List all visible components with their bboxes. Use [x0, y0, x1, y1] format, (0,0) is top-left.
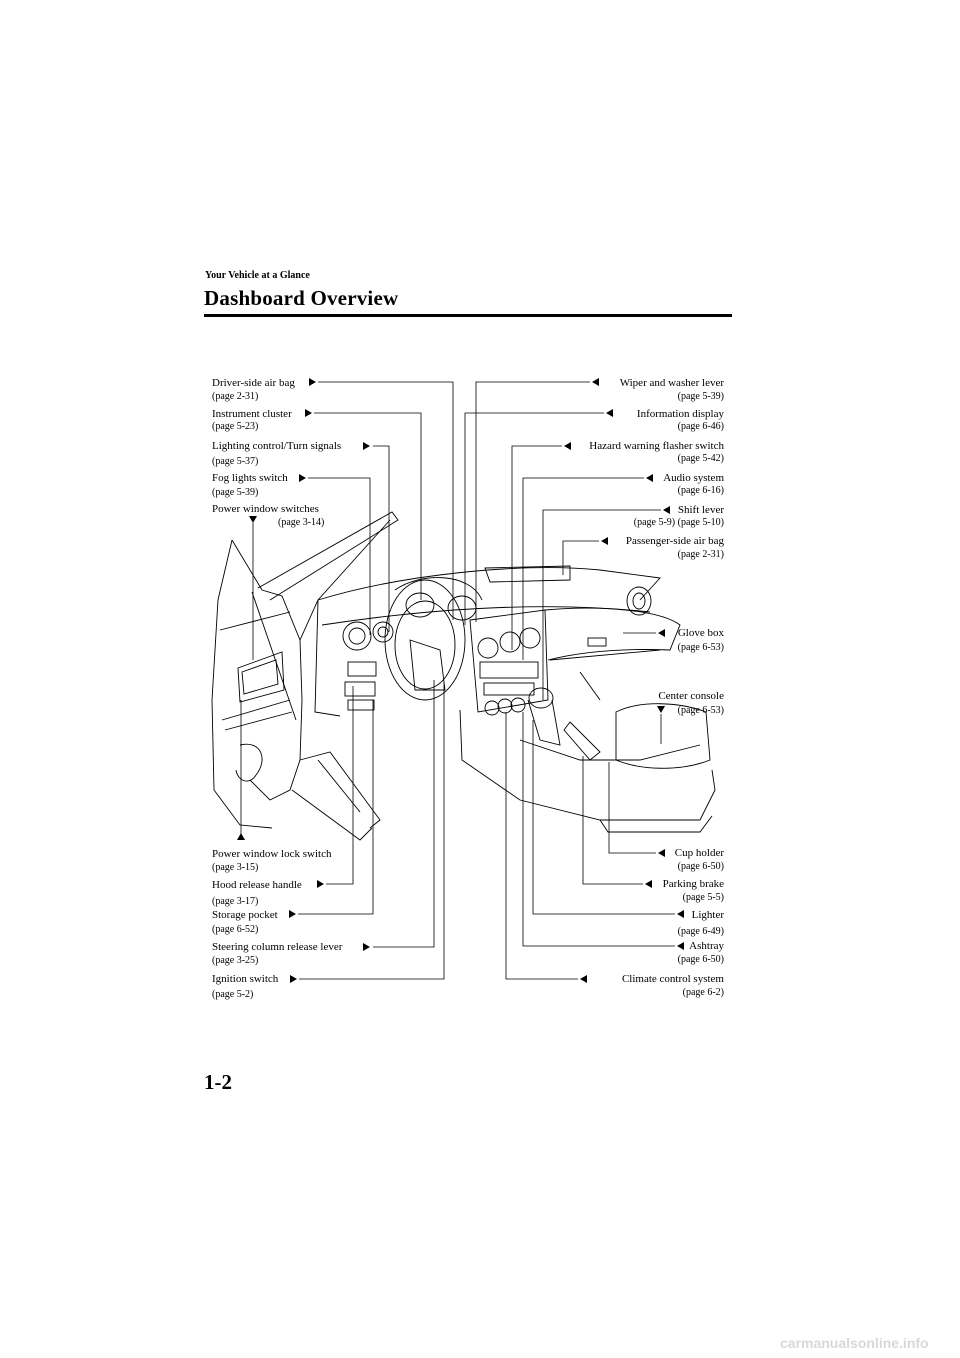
- callout-hazard-switch: Hazard warning flasher switch: [589, 440, 724, 452]
- callout-wiper-lever: Wiper and washer lever: [619, 377, 724, 389]
- callout-lighter: Lighter: [691, 909, 724, 921]
- callout-ignition-switch: Ignition switch: [212, 973, 279, 985]
- page-number: 1-2: [204, 1070, 232, 1094]
- callout-driver-air-bag: Driver-side air bag: [212, 377, 295, 389]
- callout-passenger-air-bag-page: (page 2-31): [677, 549, 724, 560]
- callout-ignition-switch-page: (page 5-2): [212, 989, 254, 1000]
- leader-lines-left: [240, 381, 454, 980]
- callout-hood-release: Hood release handle: [212, 879, 302, 891]
- callout-storage-pocket: Storage pocket: [212, 909, 278, 921]
- callout-ashtray: Ashtray: [689, 940, 724, 952]
- callout-wiper-lever-page: (page 5-39): [677, 391, 724, 402]
- arrowheads: [237, 378, 684, 983]
- callout-climate-control-page: (page 6-2): [682, 987, 724, 998]
- callout-instrument-cluster-page: (page 5-23): [212, 421, 259, 432]
- callout-cup-holder: Cup holder: [674, 847, 724, 859]
- door-drawing: [211, 511, 399, 841]
- callout-center-console-page: (page 6-53): [677, 705, 724, 716]
- callout-power-window-lock-page: (page 3-15): [212, 862, 259, 873]
- callout-steering-column-page: (page 3-25): [212, 955, 259, 966]
- callout-glove-box-page: (page 6-53): [677, 642, 724, 653]
- callout-fog-lights: Fog lights switch: [212, 472, 288, 484]
- callout-cup-holder-page: (page 6-50): [677, 861, 724, 872]
- callout-lighting-control: Lighting control/Turn signals: [212, 440, 342, 452]
- callout-power-window-switches-page: (page 3-14): [278, 517, 325, 528]
- section-title: Your Vehicle at a Glance: [205, 270, 310, 281]
- callout-steering-column: Steering column release lever: [212, 941, 343, 953]
- callout-audio-system: Audio system: [663, 472, 724, 484]
- callout-hood-release-page: (page 3-17): [212, 896, 259, 907]
- page-title: Dashboard Overview: [204, 286, 399, 310]
- title-rule: [204, 314, 732, 317]
- callout-shift-lever: Shift lever: [677, 504, 724, 516]
- callout-fog-lights-page: (page 5-39): [212, 487, 259, 498]
- callout-passenger-air-bag: Passenger-side air bag: [625, 535, 724, 547]
- callout-information-display: Information display: [636, 408, 724, 420]
- callout-driver-air-bag-page: (page 2-31): [212, 391, 259, 402]
- dashboard-drawing: [314, 565, 716, 833]
- callout-storage-pocket-page: (page 6-52): [212, 924, 259, 935]
- callout-center-console: Center console: [658, 690, 724, 702]
- callout-parking-brake-page: (page 5-5): [682, 892, 724, 903]
- watermark: carmanualsonline.info: [780, 1335, 929, 1351]
- callout-power-window-lock: Power window lock switch: [212, 848, 332, 860]
- callout-parking-brake: Parking brake: [662, 878, 724, 890]
- callout-instrument-cluster: Instrument cluster: [212, 408, 292, 420]
- callout-power-window-switches: Power window switches: [212, 503, 319, 515]
- callout-information-display-page: (page 6-46): [677, 421, 724, 432]
- callout-lighting-control-page: (page 5-37): [212, 456, 259, 467]
- callout-climate-control: Climate control system: [621, 973, 724, 985]
- leader-lines-right: [464, 381, 675, 980]
- callout-audio-system-page: (page 6-16): [677, 485, 724, 496]
- callout-lighter-page: (page 6-49): [677, 926, 724, 937]
- callout-hazard-switch-page: (page 5-42): [677, 453, 724, 464]
- callout-ashtray-page: (page 6-50): [677, 954, 724, 965]
- callout-shift-lever-page: (page 5-9) (page 5-10): [633, 517, 724, 528]
- callout-glove-box: Glove box: [677, 627, 724, 639]
